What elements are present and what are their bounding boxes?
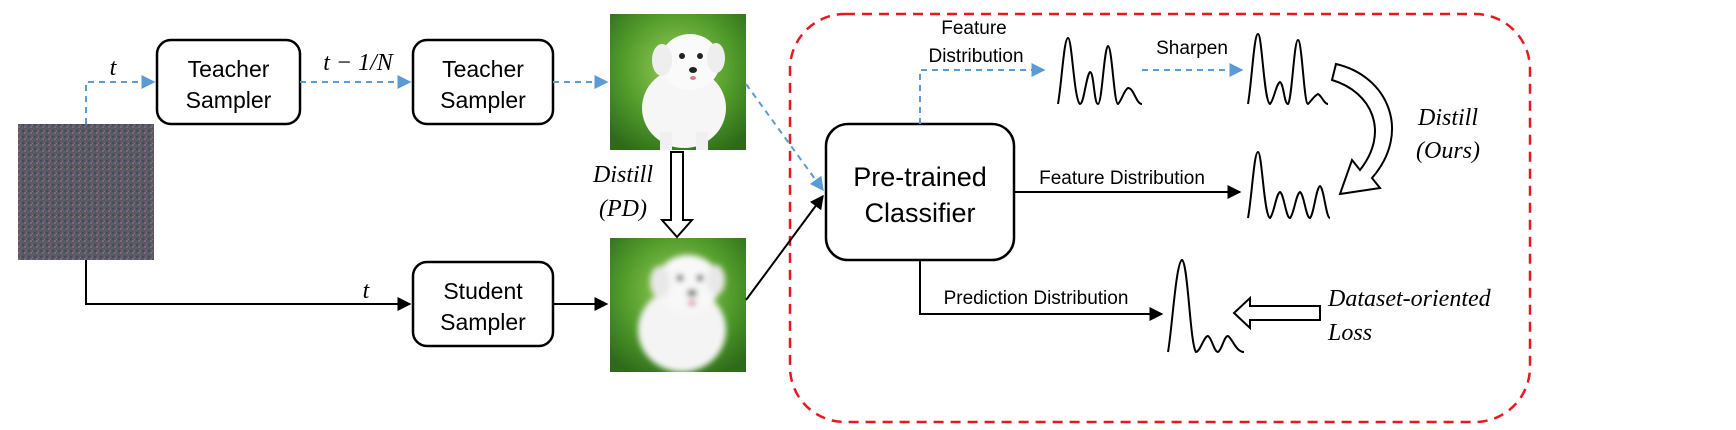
dataset-loss-arrow	[1232, 295, 1321, 331]
distill-ours-arrow	[1330, 62, 1394, 196]
student-output-image	[610, 238, 746, 372]
teacher-output-image	[610, 14, 746, 150]
label-sharpen: Sharpen	[1156, 38, 1228, 59]
label-feature-dist-mid: Feature Distribution	[1039, 168, 1205, 189]
label-distill-pd-2: (PD)	[599, 196, 647, 222]
label-feature-dist-top-2: Distribution	[928, 46, 1023, 67]
label-t-top: t	[110, 55, 118, 81]
teacher-sampler-1-line2: Sampler	[186, 87, 272, 113]
label-distill-ours-1: Distill	[1417, 105, 1478, 131]
feature-distribution-curve-sharp	[1247, 32, 1329, 106]
distill-pd-arrow	[659, 151, 695, 239]
arrow-classifier-prediction	[919, 260, 1164, 321]
classifier-line1: Pre-trained	[853, 162, 987, 192]
teacher-sampler-2-line1: Teacher	[442, 56, 524, 82]
label-distill-ours-2: (Ours)	[1416, 138, 1480, 164]
arrow-image-to-classifier	[745, 83, 824, 192]
label-dataset-loss-2: Loss	[1327, 320, 1372, 346]
arrow-noise-to-student	[85, 260, 412, 311]
prediction-distribution-curve	[1167, 258, 1245, 354]
teacher-sampler-2-line2: Sampler	[440, 87, 526, 113]
feature-distribution-curve-top	[1057, 36, 1143, 106]
arrow-classifier-to-feature-top	[919, 63, 1046, 124]
label-dataset-loss-1: Dataset-oriented	[1327, 286, 1492, 312]
arrow-noise-to-teacher1	[85, 75, 156, 124]
pretrained-classifier: Pre-trained Classifier	[824, 122, 1016, 262]
label-t-bottom: t	[363, 278, 371, 304]
teacher-sampler-1: Teacher Sampler	[155, 38, 302, 126]
arrow-image-to-classifier-black	[745, 194, 824, 301]
label-distill-pd-1: Distill	[592, 162, 653, 188]
noise-image	[18, 124, 154, 260]
student-sampler: Student Sampler	[411, 260, 555, 348]
label-prediction-dist: Prediction Distribution	[944, 288, 1129, 309]
feature-distribution-curve-mid	[1247, 150, 1331, 220]
student-sampler-line2: Sampler	[440, 309, 526, 335]
classifier-line2: Classifier	[864, 198, 975, 228]
teacher-sampler-1-line1: Teacher	[188, 56, 270, 82]
classifier-region	[788, 12, 1532, 424]
student-sampler-line1: Student	[443, 278, 523, 304]
label-feature-dist-top-1: Feature	[941, 18, 1006, 39]
label-t-step: t − 1/N	[323, 50, 395, 76]
teacher-sampler-2: Teacher Sampler	[411, 38, 555, 126]
